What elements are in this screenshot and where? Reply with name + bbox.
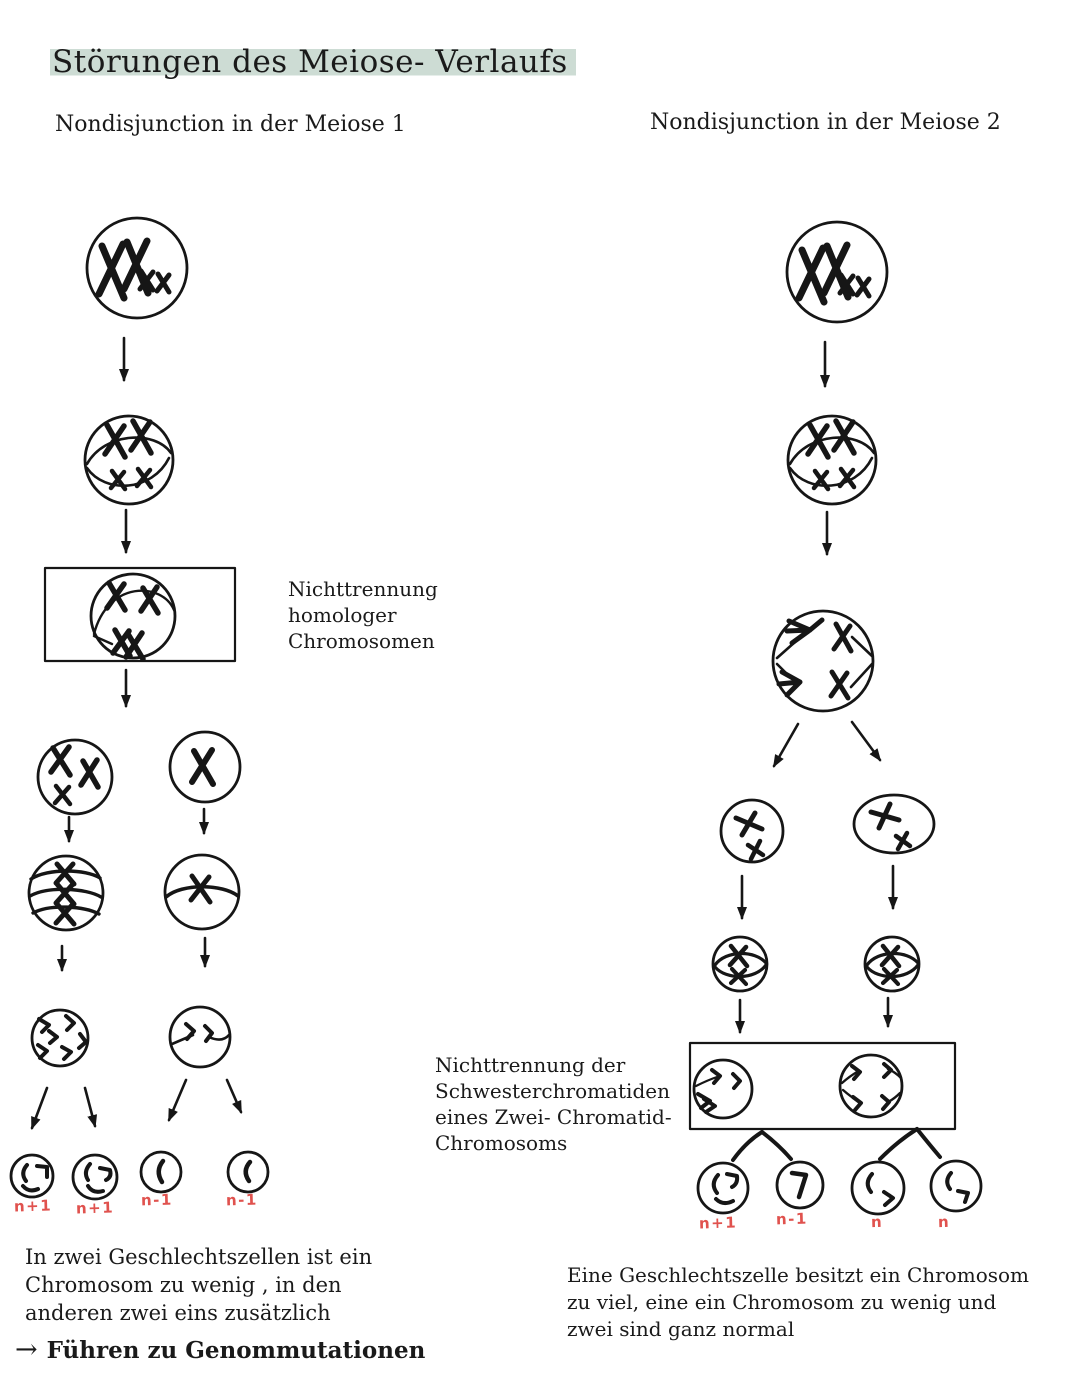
heading-meiosis2: Nondisjunction in der Meiose 2	[650, 110, 1001, 135]
gamete-label: n+1	[13, 1196, 53, 1216]
annotation-line: Chromosoms	[435, 1131, 568, 1155]
cell-anaphase1-nondisjunction-left	[89, 572, 177, 662]
gamete-cells-right	[696, 1159, 983, 1216]
annotation-line: Nichttrennung	[288, 577, 438, 601]
cell-daughter2-right	[852, 793, 936, 855]
annotation-line: Nichttrennung der	[435, 1053, 626, 1077]
gamete-label: n	[870, 1212, 884, 1232]
meiosis1-column-diagram	[9, 216, 270, 1201]
annotation-line: Schwesterchromatiden	[435, 1079, 670, 1103]
cell-parent-right	[785, 220, 889, 324]
page-title: Störungen des Meiose- Verlaufs	[50, 44, 576, 80]
caption-meiosis2: Eine Geschlechtszelle besitzt ein Chromo…	[567, 1262, 1029, 1343]
caption-line: In zwei Geschlechtszellen ist ein	[25, 1245, 373, 1269]
gamete-cells-left	[9, 1150, 270, 1201]
cell-anaphase2a-left	[30, 1008, 90, 1068]
annotation-line: Chromosomen	[288, 629, 435, 653]
cell-anaphase2b-left	[168, 1005, 232, 1069]
gamete-label: n+1	[698, 1213, 738, 1233]
caption-line: anderen zwei eins zusätzlich	[25, 1301, 331, 1325]
caption-line: Chromosom zu wenig , in den	[25, 1273, 342, 1297]
annotation-line: homologer	[288, 603, 397, 627]
gamete-label: n	[937, 1212, 951, 1232]
branch-lines-right	[731, 1127, 942, 1162]
flow-arrows-left	[30, 336, 243, 1130]
flow-arrows-right	[735, 340, 898, 1034]
page-title-highlight: Störungen des Meiose- Verlaufs	[50, 44, 576, 80]
cell-metaphase2b-left	[163, 853, 241, 931]
annotation-line: eines Zwei- Chromatid-	[435, 1105, 672, 1129]
caption-line: zwei sind ganz normal	[567, 1317, 795, 1341]
cell-anaphase1-right	[771, 609, 875, 713]
cell-metaphase2b-right	[863, 935, 921, 993]
gamete-label: n-1	[140, 1190, 174, 1210]
cell-daughter1-left	[36, 738, 114, 816]
nondisjunction-box-left	[43, 566, 237, 663]
heading-meiosis1: Nondisjunction in der Meiose 1	[55, 112, 406, 137]
cell-metaphase2a-right	[711, 935, 769, 993]
conclusion-note: → Führen zu Genommutationen	[15, 1334, 425, 1365]
cell-parent-left	[85, 216, 189, 320]
annotation-meiosis2: Nichttrennung der Schwesterchromatiden e…	[435, 1052, 672, 1156]
gamete-label: n+1	[75, 1198, 115, 1218]
cell-anaphase2b-right	[838, 1053, 904, 1119]
cell-anaphase2a-nondisjunction-right	[692, 1058, 754, 1120]
caption-line: Eine Geschlechtszelle besitzt ein Chromo…	[567, 1263, 1030, 1287]
gamete-label: n-1	[225, 1190, 259, 1210]
cell-metaphase1-right	[786, 414, 878, 506]
conclusion-text: Führen zu Genommutationen	[46, 1337, 426, 1364]
cell-daughter2-left	[168, 730, 242, 804]
cell-metaphase1-left	[83, 414, 175, 506]
annotation-meiosis1: Nichttrennung homologer Chromosomen	[288, 576, 438, 654]
cell-metaphase2a-left	[27, 854, 105, 932]
gamete-label: n-1	[775, 1209, 809, 1229]
caption-line: zu viel, eine ein Chromosom zu wenig und	[567, 1290, 997, 1314]
cell-daughter1-right	[719, 798, 785, 864]
right-arrow-icon: →	[15, 1334, 38, 1365]
nondisjunction-box-right	[688, 1041, 957, 1131]
meiosis2-column-diagram	[688, 220, 983, 1216]
caption-meiosis1: In zwei Geschlechtszellen ist ein Chromo…	[25, 1243, 372, 1327]
